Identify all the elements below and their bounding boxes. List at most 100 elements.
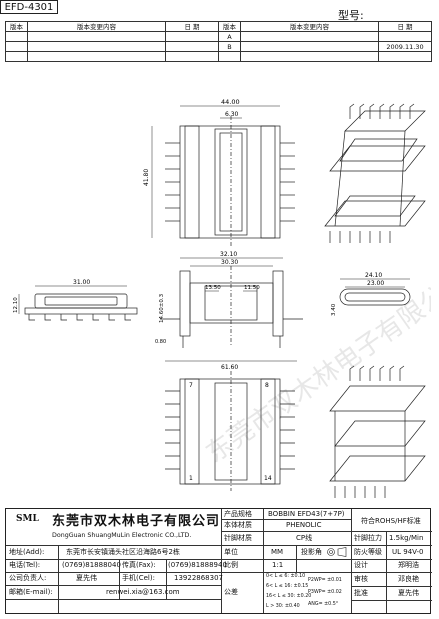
rev-cell <box>165 41 219 52</box>
isometric-view-bottom <box>329 365 426 498</box>
material-value: PHENOLIC <box>286 521 322 529</box>
top-view <box>151 105 295 246</box>
company-name-en: DongGuan ShuangMuLin Electronic CO.,LTD. <box>52 532 192 539</box>
tolerance-label: 公差 <box>224 588 238 596</box>
rev-header-version: 版本 <box>5 21 28 32</box>
tol-line-e: P2WP= ±0.01 <box>308 578 342 583</box>
rev-cell <box>165 31 219 42</box>
rev-cell: A <box>218 31 241 42</box>
rev-header-content: 版本变更内容 <box>27 21 166 32</box>
rev-cell <box>378 31 432 42</box>
dim-top-height: 41.80 <box>143 169 150 186</box>
tol-line-c: 16< L ≤ 30: ±0.20 <box>266 594 312 599</box>
revision-table: 版本 版本变更内容 日 期 版本 版本变更内容 日 期 A B 2009.11.… <box>5 21 432 62</box>
fax-value: (0769)81888940 <box>168 561 227 569</box>
mobile-label: 手机(Cel): <box>122 574 155 582</box>
rev-header-date: 日 期 <box>165 21 219 32</box>
rev-cell <box>240 51 379 62</box>
dim-front-d4: 11.50 <box>244 285 260 291</box>
top-pins-right <box>280 142 295 222</box>
pin-material-label: 针脚材质 <box>224 534 252 542</box>
flame-value: UL 94V-0 <box>392 548 424 556</box>
design-label: 设计 <box>354 561 368 569</box>
manager-label: 公司负责人: <box>9 574 47 582</box>
pull-value: 1.5kg/Min <box>389 534 424 542</box>
projection-icon <box>327 547 347 557</box>
address-value: 东莞市长安镇涌头社区沿海路6号2栋 <box>66 548 180 556</box>
revision-row <box>5 51 432 62</box>
spec-label: 产品规格 <box>224 510 252 518</box>
front-view <box>160 257 303 362</box>
mobile-value: 13922868307 <box>174 574 223 582</box>
rev-cell <box>5 41 28 52</box>
rev-cell <box>5 31 28 42</box>
review-label: 审核 <box>354 575 368 583</box>
dim-right-d3: 3.40 <box>331 303 337 316</box>
side-view <box>18 285 138 321</box>
rev-cell <box>27 31 166 42</box>
fax-label: 传真(Fax): <box>122 561 156 569</box>
technical-drawing: 东莞市双木林电子有限公司 44.00 6.30 41.80 <box>13 98 431 498</box>
approve-label: 批准 <box>354 589 368 597</box>
dim-front-base: 61.60 <box>221 364 238 371</box>
rev-cell <box>27 41 166 52</box>
material-label: 本体材质 <box>224 521 252 529</box>
dim-front-d3: 13.50 <box>205 285 221 291</box>
rev-cell <box>240 41 379 52</box>
rev-header-version: 版本 <box>218 21 241 32</box>
dim-side-length: 31.00 <box>73 279 90 286</box>
address-label: 地址(Add): <box>9 548 45 556</box>
projection-label: 投影角 <box>301 548 322 556</box>
tol-line-d: L > 30: ±0.40 <box>266 604 300 609</box>
revision-row: A <box>5 31 432 42</box>
rev-cell <box>218 51 241 62</box>
tel-label: 电话(Tel): <box>9 561 41 569</box>
company-logo: SML <box>16 514 39 524</box>
dim-front-h: 14.60±0.3 <box>159 293 165 323</box>
rohs-text: 符合ROHS/HF标准 <box>361 517 421 525</box>
rev-cell: 2009.11.30 <box>378 41 432 52</box>
company-name-cn: 东莞市双木林电子有限公司 <box>52 514 221 529</box>
dim-top-width: 44.00 <box>221 98 240 106</box>
title-block: SML 东莞市双木林电子有限公司 DongGuan ShuangMuLin El… <box>5 508 432 614</box>
pin-number-8: 8 <box>265 382 269 389</box>
pin-number-7: 7 <box>189 382 193 389</box>
tel-value: (0769)81888040 <box>62 561 121 569</box>
pin-material-value: CP线 <box>296 534 313 542</box>
model-number: EFD-4301 <box>0 0 58 14</box>
unit-value: MM <box>271 548 284 556</box>
scale-value: 1:1 <box>272 561 284 569</box>
dim-right-d2: 23.00 <box>367 280 384 287</box>
dim-side-h1: 12.10 <box>13 297 19 313</box>
revision-row: B 2009.11.30 <box>5 41 432 52</box>
dim-top-inner: 6.30 <box>225 111 239 118</box>
email-value: renwei.xia@163.com <box>106 588 180 596</box>
rev-header-date: 日 期 <box>378 21 432 32</box>
tol-line-a: 0< L ≤ 6: ±0.10 <box>266 574 306 579</box>
rev-cell <box>240 31 379 42</box>
pin-number-14: 14 <box>264 475 272 482</box>
tol-line-g: ANG= ±0.5° <box>308 602 339 607</box>
rev-cell <box>378 51 432 62</box>
email-label: 邮箱(E-mail): <box>9 588 53 596</box>
approve-value: 夏先伟 <box>398 589 419 597</box>
tol-line-f: P3WP= ±0.02 <box>308 590 342 595</box>
rev-cell: B <box>218 41 241 52</box>
rev-cell <box>165 51 219 62</box>
unit-label: 单位 <box>224 548 238 556</box>
review-value: 邓良艳 <box>398 575 419 583</box>
scale-label: 比例 <box>224 561 238 569</box>
dim-front-d1: 32.10 <box>220 251 237 258</box>
revision-header-row: 版本 版本变更内容 日 期 版本 版本变更内容 日 期 <box>5 21 432 32</box>
design-value: 郑明浩 <box>398 561 419 569</box>
dim-front-pin-w: 0.80 <box>155 339 166 345</box>
pull-label: 针脚拉力 <box>354 534 382 542</box>
tol-line-b: 6< L ≤ 16: ±0.15 <box>266 584 309 589</box>
spec-value: BOBBIN EFD43(7+7P) <box>268 510 345 518</box>
flame-label: 防火等级 <box>354 548 382 556</box>
pin-number-1: 1 <box>189 475 193 482</box>
top-pins-left <box>165 142 180 222</box>
isometric-view-top <box>324 103 426 243</box>
model-label: 型号: <box>338 9 364 22</box>
manager-value: 夏先伟 <box>76 574 97 582</box>
